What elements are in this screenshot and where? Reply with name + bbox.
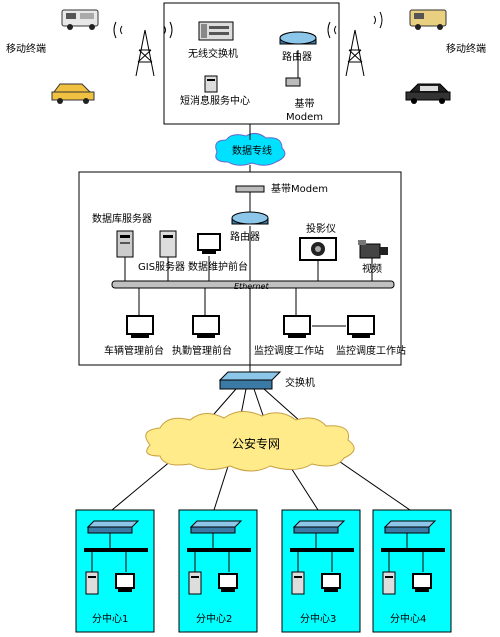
router-icon xyxy=(231,211,269,225)
cloud-icon xyxy=(215,132,286,166)
modem-icon xyxy=(235,185,265,193)
computer-icon xyxy=(347,315,375,338)
sms-center-label: 短消息服务中心 xyxy=(180,96,250,107)
router-label-top: 路由器 xyxy=(282,52,312,63)
cloud-icon xyxy=(145,411,355,472)
server-icon xyxy=(159,230,177,258)
camera-icon xyxy=(358,240,388,259)
computer-icon xyxy=(126,315,154,338)
computer-icon xyxy=(197,233,221,254)
branch-1-label: 分中心1 xyxy=(92,614,129,625)
enforce-mgmt-label: 执勤管理前台 xyxy=(172,346,232,357)
taxi-icon xyxy=(51,83,95,104)
db-server-label: 数据库服务器 xyxy=(92,214,152,225)
switch-label: 交换机 xyxy=(285,378,315,389)
modem-icon xyxy=(285,77,301,87)
branch-3 xyxy=(281,509,361,633)
branch-1 xyxy=(75,509,155,633)
ethernet-bus xyxy=(111,280,395,289)
ethernet-label: Ethernet xyxy=(234,282,269,291)
camera-label: 视频 xyxy=(362,264,382,275)
van-icon xyxy=(409,9,447,30)
mobile-terminal-right-label: 移动终端 xyxy=(446,44,486,55)
branch-4-label: 分中心4 xyxy=(390,614,427,625)
modem-label-top: 基带 Modem xyxy=(286,99,323,123)
modem-label-center: 基带Modem xyxy=(271,184,328,195)
vehicle-mgmt-label: 车辆管理前台 xyxy=(104,346,164,357)
branch-2-label: 分中心2 xyxy=(196,614,233,625)
mobile-terminal-left-label: 移动终端 xyxy=(6,44,46,55)
projector-icon xyxy=(299,237,337,261)
gateway-box xyxy=(163,2,340,125)
gis-server-label: GIS服务器 xyxy=(138,262,186,273)
router-icon xyxy=(279,31,317,45)
data-line-label: 数据专线 xyxy=(232,146,272,157)
server-icon xyxy=(204,75,218,93)
computer-icon xyxy=(283,315,311,338)
network-label: 公安专网 xyxy=(232,437,281,451)
computer-icon xyxy=(192,315,220,338)
van-icon xyxy=(61,9,99,30)
server-icon xyxy=(116,230,134,258)
router-label-center: 路由器 xyxy=(230,232,260,243)
switch-icon xyxy=(218,371,282,390)
switch-icon xyxy=(198,21,234,41)
projector-label: 投影仪 xyxy=(306,224,336,235)
monitor-ws1-label: 监控调度工作站 xyxy=(254,346,324,357)
branch-3-label: 分中心3 xyxy=(300,614,337,625)
data-maint-label: 数据维护前台 xyxy=(188,262,248,273)
monitor-ws2-label: 监控调度工作站 xyxy=(336,346,406,357)
tower-icon xyxy=(327,11,383,77)
branch-2 xyxy=(178,509,258,633)
car-icon xyxy=(405,83,451,104)
tower-icon xyxy=(113,21,173,77)
branch-4 xyxy=(372,509,452,633)
wireless-switch-label: 无线交换机 xyxy=(188,49,238,60)
